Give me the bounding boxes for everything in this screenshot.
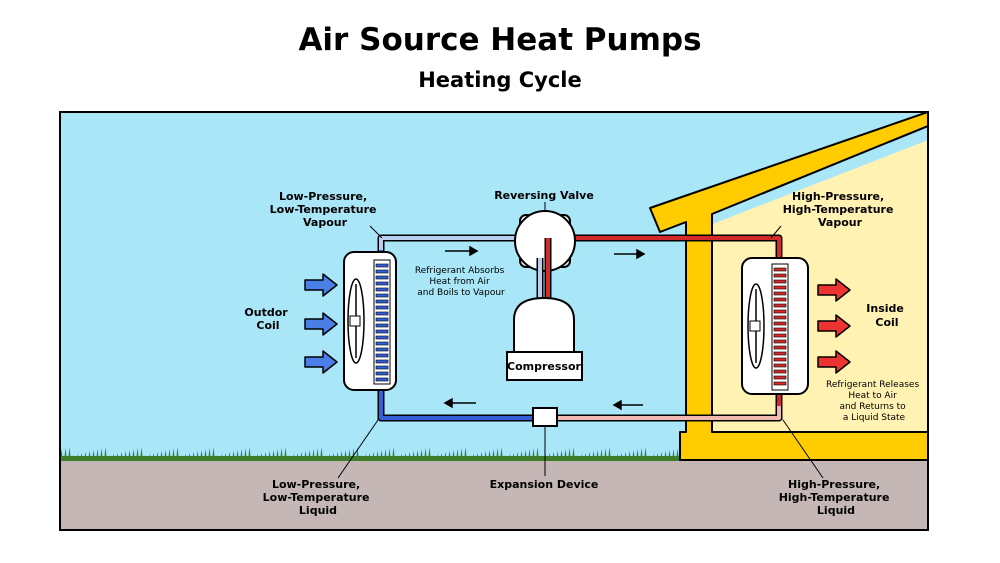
diagram-title: Air Source Heat Pumps <box>298 22 702 58</box>
outdoor-air-arrows <box>304 273 338 374</box>
air-arrow-icon <box>304 273 338 297</box>
air-arrow-icon <box>304 312 338 336</box>
diagram-subtitle: Heating Cycle <box>418 68 582 92</box>
outdoor-coil-unit <box>343 251 397 391</box>
ground <box>60 460 928 530</box>
air-arrow-icon <box>817 314 851 338</box>
note-releases: Refrigerant Releases Heat to Air and Ret… <box>826 380 922 423</box>
inside-coil-unit <box>741 257 809 395</box>
inside-air-arrows <box>817 278 851 374</box>
air-arrow-icon <box>304 350 338 374</box>
leader-lines <box>337 202 824 479</box>
compressor: Compressor <box>506 296 583 381</box>
fan-icon <box>747 283 765 369</box>
label-hp-vapour: High-Pressure, High-Temperature Vapour <box>783 190 898 229</box>
label-reversing-valve: Reversing Valve <box>494 189 594 202</box>
labels: Low-Pressure, Low-Temperature Vapour Rev… <box>244 189 922 517</box>
scene-border <box>59 111 929 531</box>
note-absorbs: Refrigerant Absorbs Heat from Air and Bo… <box>415 266 507 298</box>
flow-arrow-icon <box>443 397 476 409</box>
reversing-valve <box>514 210 576 298</box>
flow-arrow-icon <box>445 245 479 257</box>
flow-arrow-icon <box>612 399 643 411</box>
label-outdoor-coil: Outdor Coil <box>244 306 291 332</box>
label-expansion-device: Expansion Device <box>490 478 599 491</box>
label-lp-liquid: Low-Pressure, Low-Temperature Liquid <box>263 478 374 517</box>
compressor-label: Compressor <box>507 360 582 373</box>
label-inside-coil: Inside Coil <box>866 302 907 329</box>
air-arrow-icon <box>817 350 851 374</box>
label-lp-vapour: Low-Pressure, Low-Temperature Vapour <box>270 190 381 229</box>
fan-icon <box>347 278 365 364</box>
flow-arrows <box>443 245 646 411</box>
flow-arrow-icon <box>614 248 646 260</box>
label-hp-liquid: High-Pressure, High-Temperature Liquid <box>779 478 894 517</box>
air-arrow-icon <box>817 278 851 302</box>
expansion-device <box>532 407 558 427</box>
house-roof <box>649 112 928 461</box>
